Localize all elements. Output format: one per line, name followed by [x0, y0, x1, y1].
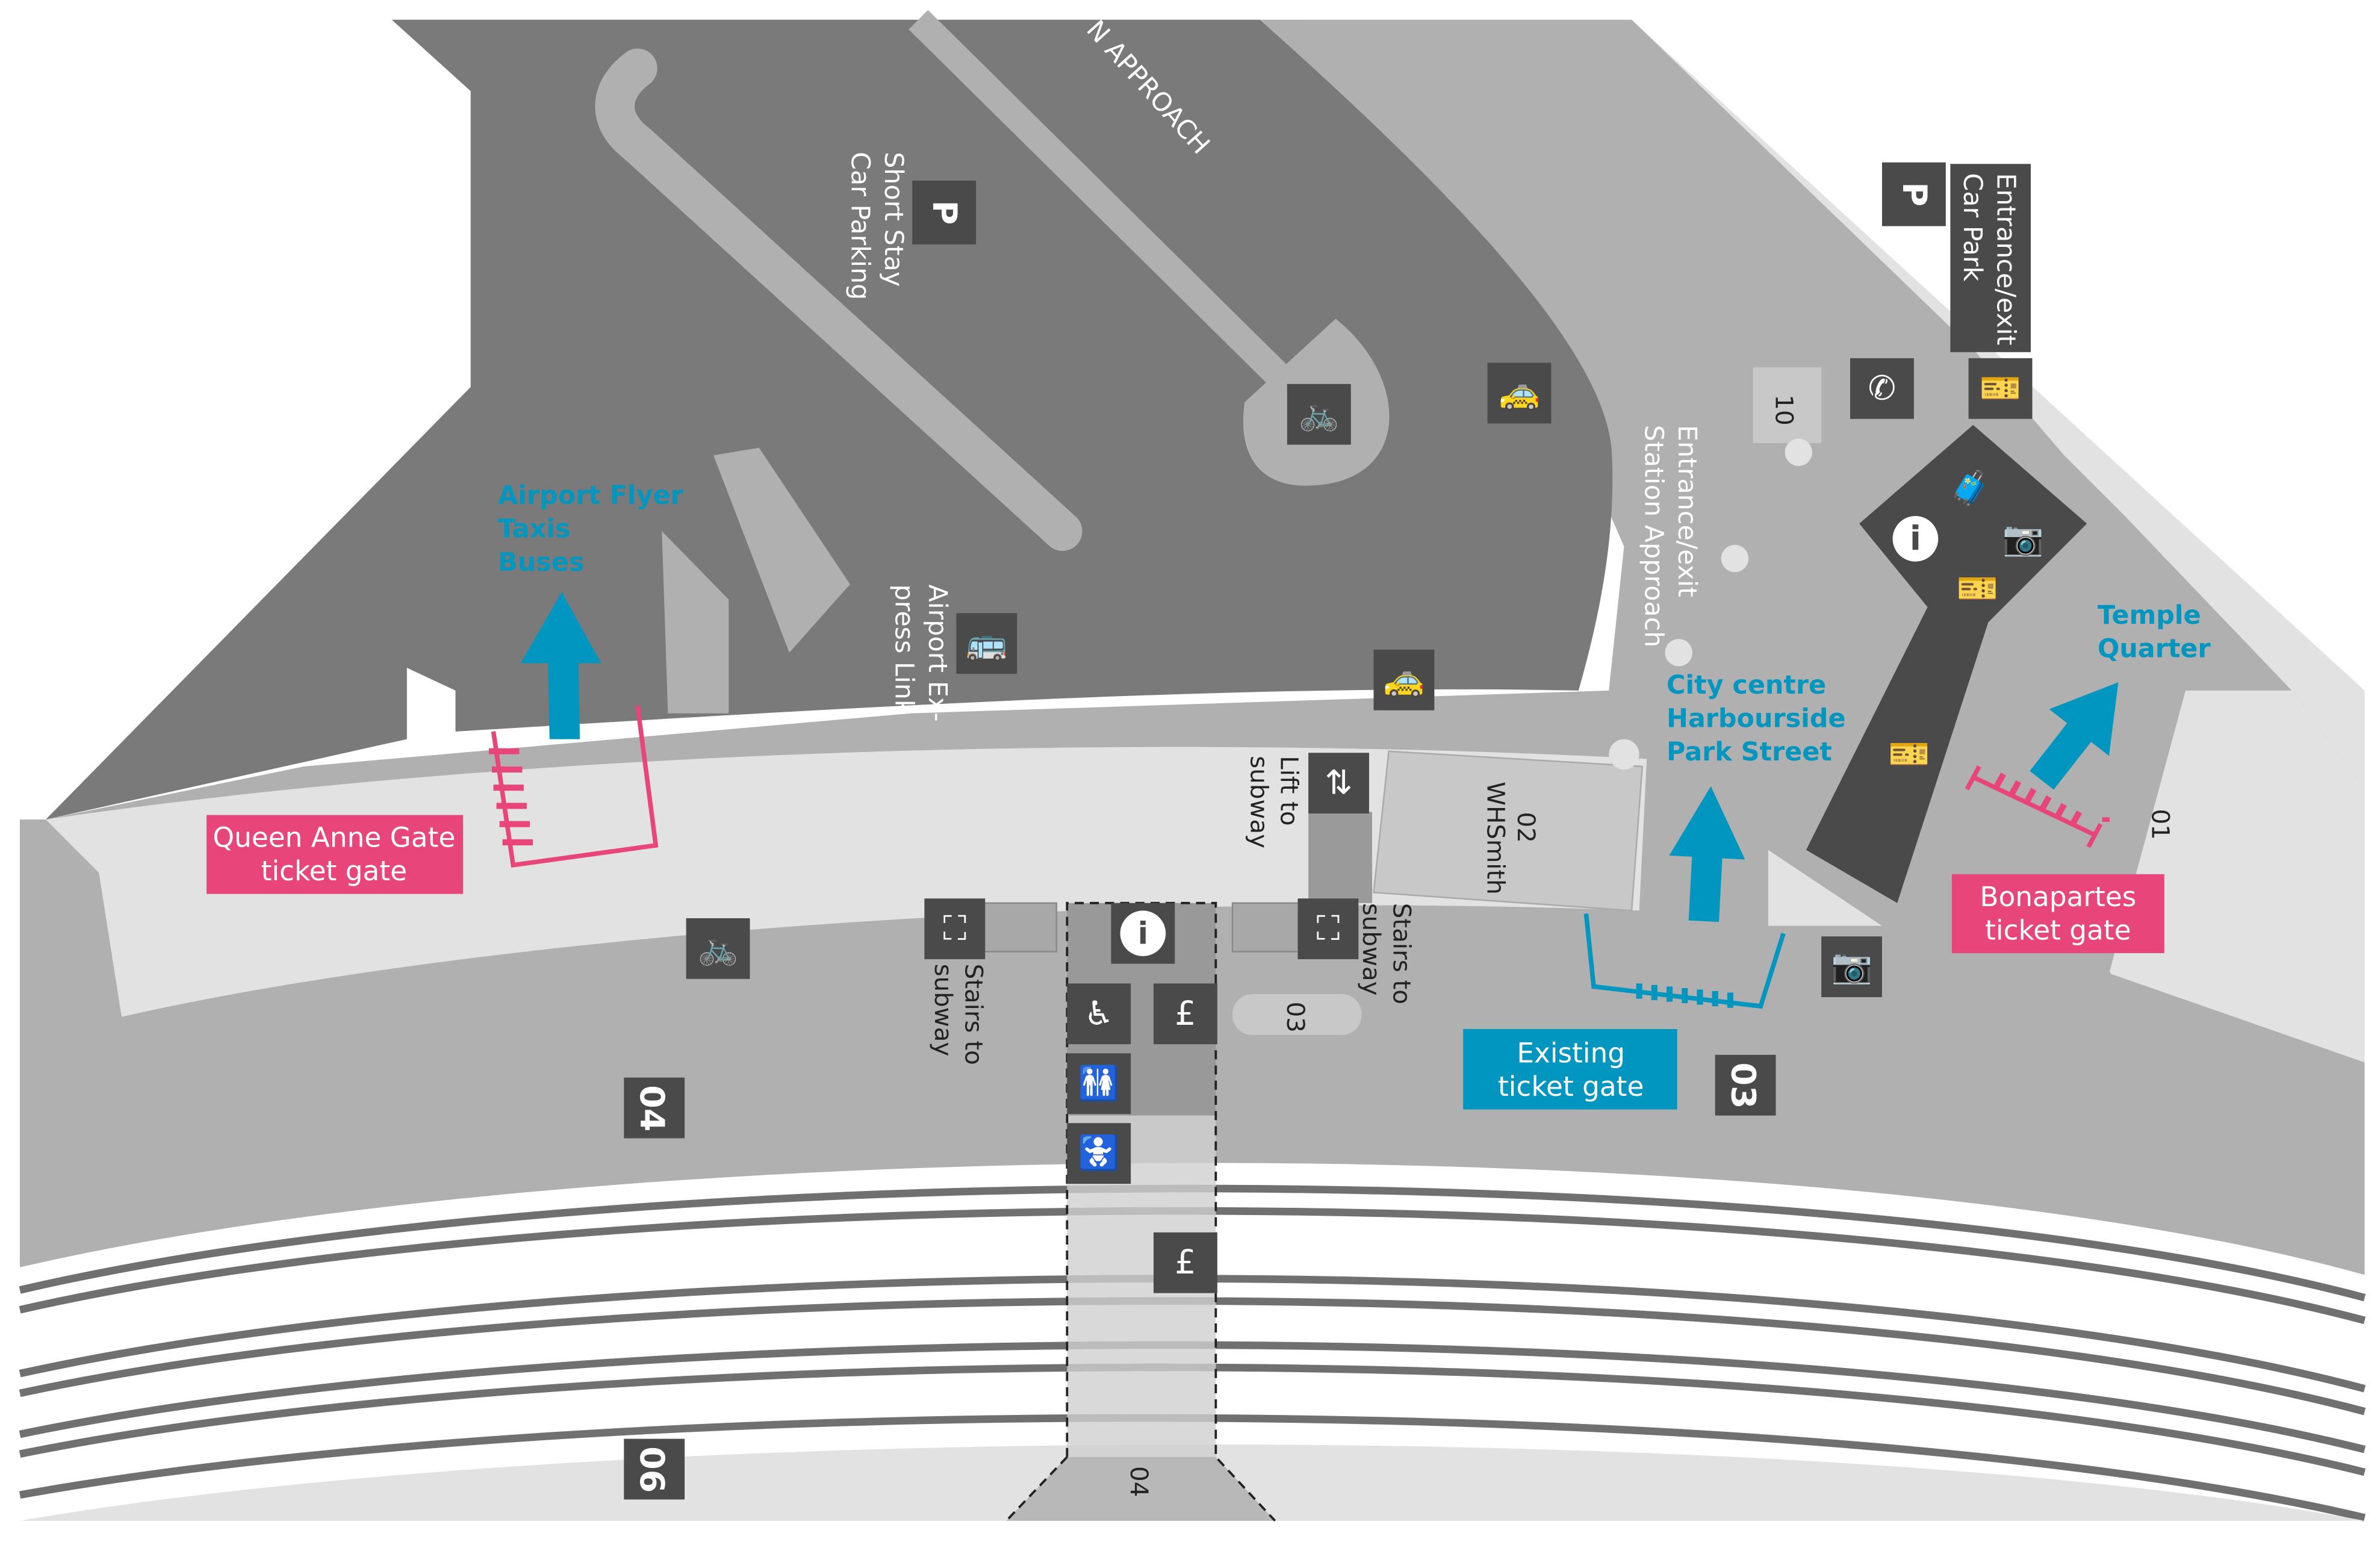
stairs-icon-left: ⛶: [924, 898, 986, 960]
city-centre-arrow-icon: [1669, 786, 1745, 922]
car-park-aisle-2: [909, 10, 1316, 412]
camera-icon-platform: 📷: [1821, 936, 1882, 998]
airport-arrow-icon: [520, 592, 601, 739]
entrance-station-approach-label: Entrance/exitStation Approach: [1639, 425, 1702, 648]
bus-bay: [662, 531, 729, 713]
svg-text:i: i: [1138, 916, 1148, 951]
svg-text:🚻: 🚻: [1078, 1064, 1120, 1103]
queen-anne-gate-line: [488, 705, 659, 868]
bike-parking-icon-platform: 🚲: [686, 918, 750, 979]
cash-machine-icon: £: [1154, 983, 1217, 1045]
svg-text:🚕: 🚕: [1499, 374, 1540, 412]
unit-03-pill: [1232, 994, 1362, 1036]
building-light-corner: [1768, 850, 1882, 926]
temple-quarter-arrow-icon: [2030, 682, 2119, 790]
bus-icon: 🚌: [956, 613, 1018, 674]
information-icon: [1892, 516, 1939, 562]
svg-text:£: £: [1175, 1243, 1196, 1282]
ticket-machine-icon: 🎫: [1968, 358, 2033, 419]
left-luggage-icon: 🧳: [1950, 469, 1991, 508]
svg-text:✆: ✆: [1868, 369, 1896, 408]
bonapartes-gate-line: [1965, 765, 2110, 848]
svg-text:P: P: [925, 201, 963, 225]
svg-text:06: 06: [632, 1446, 671, 1493]
car-park-area: [45, 19, 1613, 820]
platform-04-marker: 04: [624, 1077, 685, 1139]
concourse: [45, 747, 1647, 1017]
stairs-right: [1231, 902, 1307, 953]
unit-10: [1753, 367, 1822, 444]
lift-shaft: [1308, 812, 1372, 903]
entrance-car-park-label: Entrance/exitCar Park: [1957, 173, 2021, 345]
express-link-bay: [713, 447, 850, 653]
svg-text:♿: ♿: [1084, 995, 1114, 1033]
ticket-icon: 🎫: [1957, 570, 1998, 608]
info-building-icons: i 📷 🧳 🎫 🎫: [1889, 469, 2044, 774]
bonapartes-gate-badge: [1951, 874, 2164, 953]
lift-icon: ⇅: [1308, 753, 1369, 814]
unit-04-label: 04: [1125, 1466, 1153, 1497]
unit-10-label: 10: [1769, 394, 1798, 425]
stairs-left: [983, 902, 1057, 953]
taxi-icon: 🚕: [1487, 362, 1552, 424]
entrance-car-park-bg: [1950, 164, 2031, 352]
subway-exit: [1006, 1457, 1275, 1521]
stairs-icon-right: ⛶: [1297, 898, 1359, 960]
phone-icon: ✆: [1850, 358, 1914, 419]
express-link-label: Airport Ex-press Link: [889, 584, 952, 721]
temple-quarter-path: [2110, 690, 2365, 1063]
svg-text:i: i: [1910, 520, 1921, 558]
wheelchair-icon: ♿: [1067, 983, 1131, 1045]
svg-text:🚲: 🚲: [1298, 395, 1340, 434]
stairs-left-label: Stairs tosubway: [929, 964, 987, 1065]
svg-text:🚲: 🚲: [697, 929, 739, 968]
whsmith-unit: [1373, 750, 1644, 912]
svg-text:🚌: 🚌: [966, 624, 1007, 663]
short-stay-label: Short StayCar Parking: [845, 152, 908, 300]
parking-icon-car-park: P: [1881, 162, 1946, 226]
baby-change-icon: 🚼: [1067, 1123, 1131, 1184]
svg-text:03: 03: [1723, 1062, 1762, 1108]
svg-text:📷: 📷: [1831, 948, 1872, 986]
svg-text:04: 04: [632, 1085, 671, 1131]
parking-icon: P: [912, 180, 977, 244]
platform-06-marker: 06: [624, 1438, 685, 1500]
unit-03-label: 03: [1281, 1002, 1310, 1033]
lift-label: Lift tosubway: [1244, 756, 1303, 848]
svg-text:🚼: 🚼: [1078, 1134, 1120, 1173]
svg-text:⛶: ⛶: [1316, 910, 1340, 948]
svg-text:⇅: ⇅: [1325, 764, 1352, 803]
unit-01-label: 01: [2146, 809, 2175, 840]
cash-machine-icon-2: £: [1154, 1232, 1217, 1293]
toilets-icon: 🚻: [1067, 1053, 1131, 1115]
taxi-icon-2: 🚕: [1373, 649, 1435, 710]
bike-parking-icon: 🚲: [1287, 384, 1351, 445]
svg-text:£: £: [1175, 995, 1196, 1033]
stairs-right-label: Stairs tosubway: [1357, 903, 1415, 1004]
existing-gate-line: [1583, 913, 1786, 1009]
car-park-aisle: [595, 48, 1083, 552]
info-building: [1806, 424, 2087, 903]
trees: [1609, 438, 1812, 769]
existing-gate-badge: [1463, 1029, 1677, 1110]
platform-03-marker: 03: [1715, 1054, 1776, 1116]
camera-icon: 📷: [2002, 520, 2044, 558]
svg-text:P: P: [1895, 182, 1933, 207]
whsmith-label: 02WHSmith: [1482, 782, 1540, 895]
svg-text:🚕: 🚕: [1383, 661, 1425, 699]
queen-anne-gate-badge: [207, 815, 464, 894]
svg-text:⛶: ⛶: [943, 910, 966, 948]
information-icon-subway: i: [1111, 903, 1175, 964]
ticket-icon-2: 🎫: [1889, 735, 1930, 774]
svg-text:🎫: 🎫: [1980, 369, 2021, 408]
